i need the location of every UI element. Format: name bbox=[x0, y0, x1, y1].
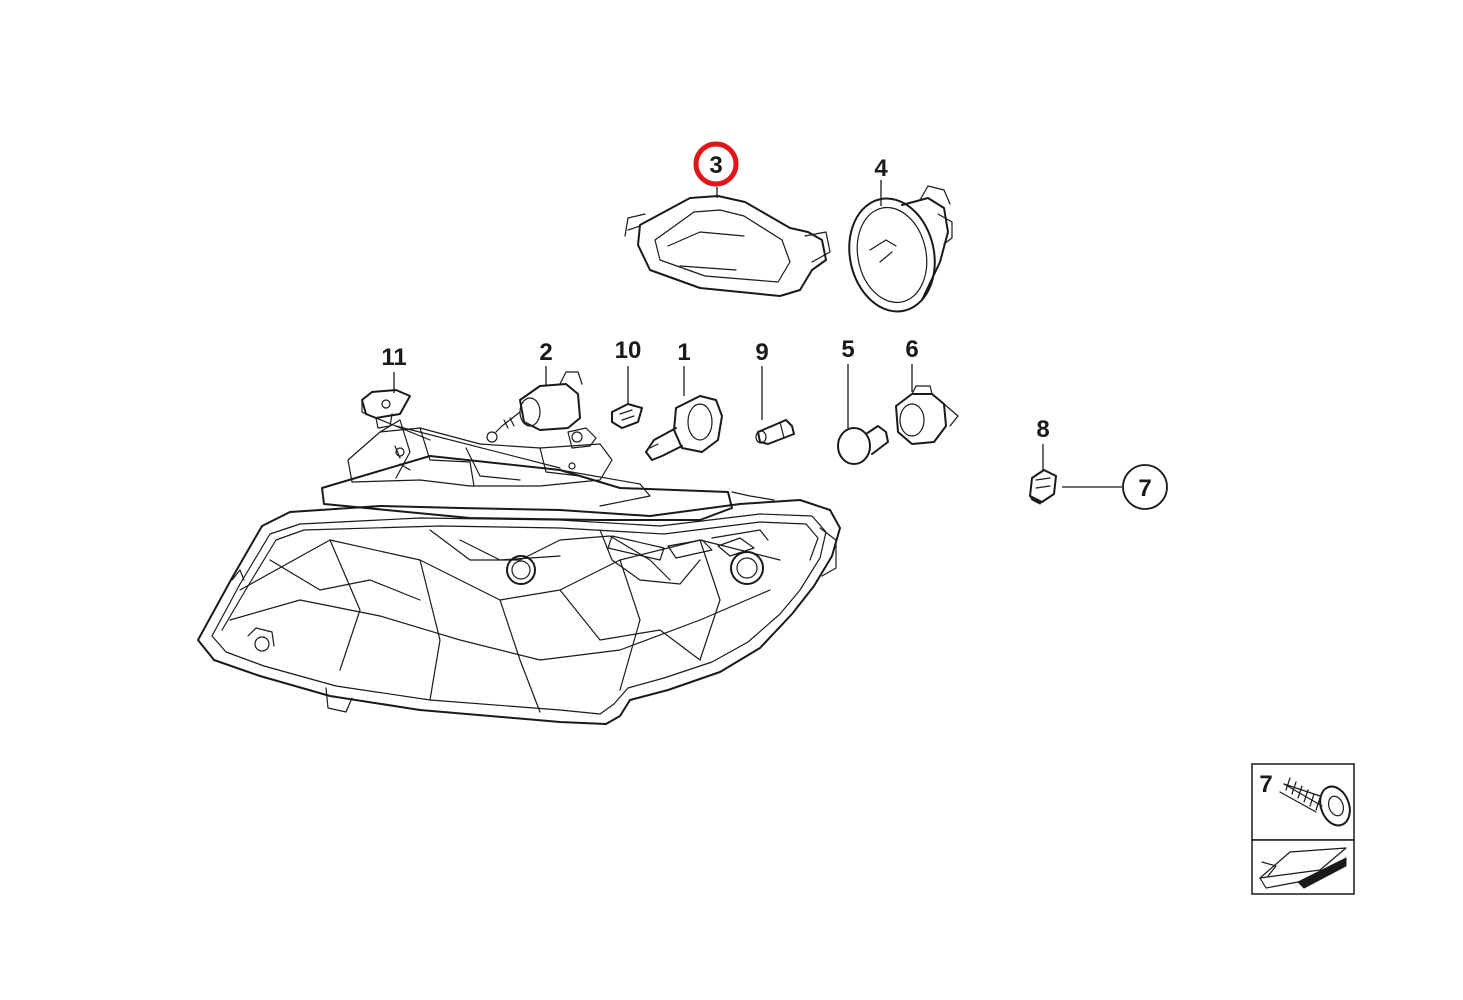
part-6-bulb-socket[interactable] bbox=[895, 385, 959, 445]
part-1-halogen-bulb[interactable] bbox=[645, 395, 723, 461]
callout-2: 2 bbox=[539, 339, 552, 366]
part-2-leveling-motor[interactable] bbox=[486, 371, 583, 443]
part-8-clip-nut[interactable] bbox=[1028, 469, 1057, 505]
leader-lines bbox=[393, 180, 1122, 488]
part-5-bulb[interactable] bbox=[837, 425, 889, 465]
callout-3: 3 bbox=[709, 152, 722, 179]
screw-icon bbox=[1279, 777, 1351, 827]
part-3-sealing-frame[interactable] bbox=[624, 195, 831, 297]
callout-10: 10 bbox=[615, 337, 642, 364]
callout-4: 4 bbox=[874, 155, 888, 182]
headlight-housing-assembly[interactable] bbox=[197, 417, 841, 725]
arrow-symbol-icon bbox=[1259, 847, 1347, 889]
callout-3-highlight-ring bbox=[693, 141, 739, 187]
legend-screw-label: 7 bbox=[1259, 771, 1272, 798]
callout-5: 5 bbox=[841, 336, 854, 363]
callout-1: 1 bbox=[677, 339, 690, 366]
callout-11: 11 bbox=[381, 344, 406, 371]
part-11-bracket[interactable] bbox=[361, 389, 411, 429]
callout-7-circle bbox=[1122, 464, 1168, 510]
callout-9: 9 bbox=[755, 339, 768, 366]
part-4-cover-cap[interactable] bbox=[839, 185, 953, 319]
part-9-small-bulb[interactable] bbox=[755, 419, 795, 445]
callout-6: 6 bbox=[905, 336, 918, 363]
callout-8: 8 bbox=[1036, 416, 1049, 443]
callout-7: 7 bbox=[1138, 475, 1151, 502]
part-10-clip[interactable] bbox=[611, 403, 643, 429]
